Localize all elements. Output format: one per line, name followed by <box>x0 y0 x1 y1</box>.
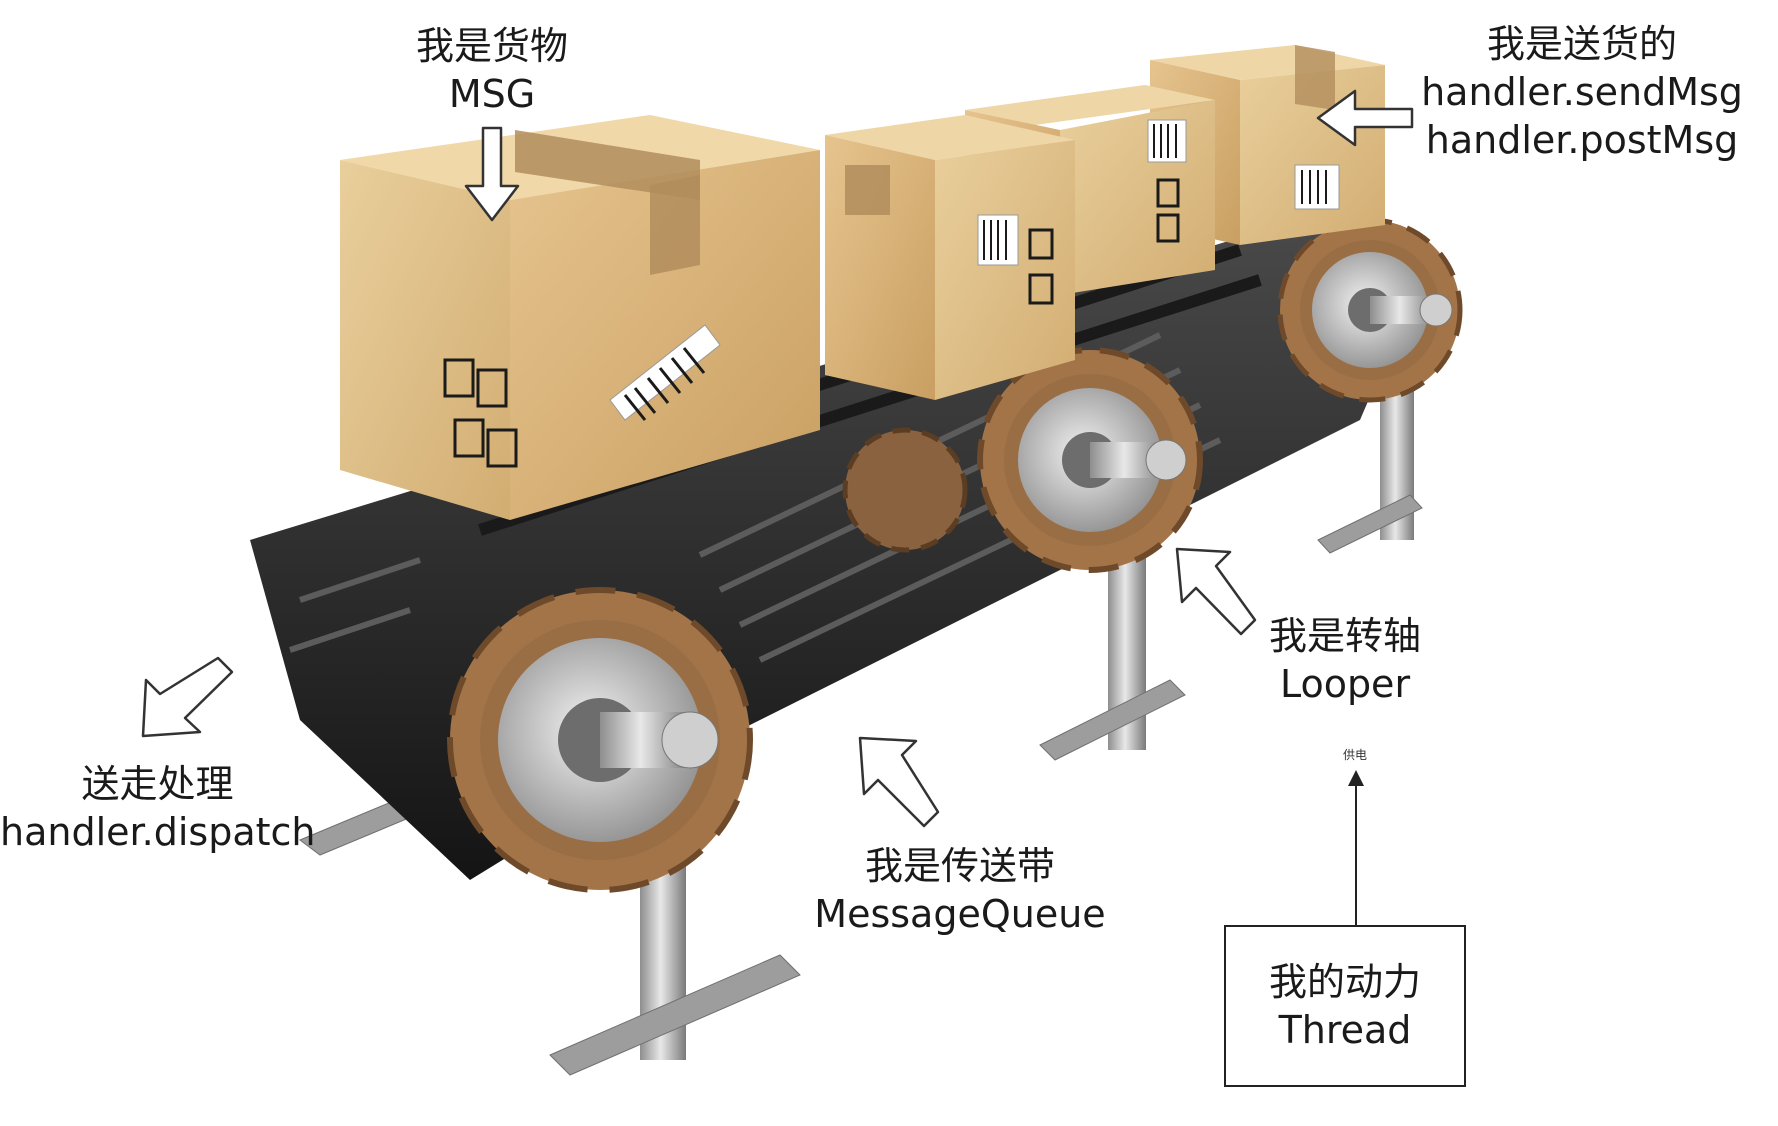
gear-icon <box>842 427 968 553</box>
looper-line1: 我是转轴 <box>1268 614 1421 658</box>
message-queue-label: 我是传送带 MessageQueue <box>800 842 1120 938</box>
message-queue-line1: 我是传送带 <box>864 844 1055 888</box>
arrow-icon <box>1316 89 1414 147</box>
msg-label-line1: 我是货物 <box>415 24 568 68</box>
handler-send-line1: 我是送货的 <box>1486 22 1677 66</box>
box-icon <box>340 115 820 520</box>
handler-send-label: 我是送货的 handler.sendMsg handler.postMsg <box>1412 20 1752 164</box>
handler-send-line2: handler.sendMsg <box>1421 70 1743 114</box>
handling-mark-icon <box>443 178 1180 468</box>
arrow-icon <box>858 736 940 828</box>
gear-icon <box>1277 217 1463 403</box>
message-queue-line2: MessageQueue <box>814 892 1106 936</box>
barcode-icon <box>977 119 1340 266</box>
arrow-icon <box>464 126 520 222</box>
gear-icon <box>447 587 753 893</box>
msg-label: 我是货物 MSG <box>392 22 592 118</box>
arrow-icon <box>141 656 234 738</box>
gear-icon <box>977 347 1203 573</box>
dispatch-line1: 送走处理 <box>81 762 234 806</box>
thread-box: 我的动力 Thread <box>1224 925 1466 1087</box>
arrow-icon <box>1175 547 1257 636</box>
msg-label-line2: MSG <box>448 72 536 116</box>
looper-line2: Looper <box>1279 662 1411 706</box>
thread-line1: 我的动力 <box>1268 960 1421 1004</box>
power-label: 供电 <box>1343 748 1368 762</box>
thread-line2: Thread <box>1278 1008 1412 1052</box>
dispatch-label: 送走处理 handler.dispatch <box>0 760 316 856</box>
looper-label: 我是转轴 Looper <box>1245 612 1445 708</box>
box-icon <box>825 115 1075 400</box>
dispatch-line2: handler.dispatch <box>0 810 316 854</box>
barcode-icon <box>609 324 721 421</box>
handler-send-line3: handler.postMsg <box>1425 118 1739 162</box>
